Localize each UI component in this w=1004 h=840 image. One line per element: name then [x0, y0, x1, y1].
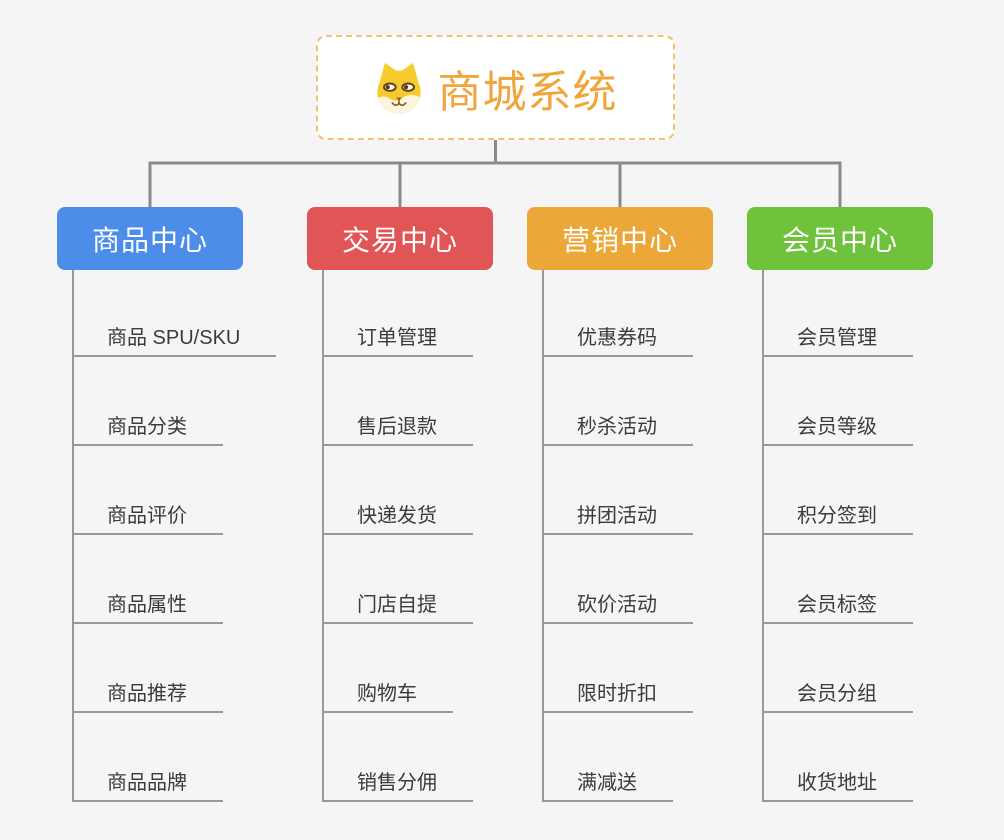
- leaf-node[interactable]: 砍价活动: [542, 593, 693, 624]
- branch-column-trade-center: 交易中心 订单管理 售后退款 快递发货 门店自提 购物车 销售分佣: [307, 207, 493, 802]
- branch-child-connector-line: [542, 270, 544, 802]
- root-node-label: 商城系统: [437, 67, 618, 117]
- leaf-node[interactable]: 会员等级: [762, 415, 913, 446]
- leaf-node[interactable]: 商品分类: [72, 415, 223, 446]
- leaf-row: 商品推荐: [72, 624, 276, 713]
- leaf-list: 商品 SPU/SKU 商品分类 商品评价 商品属性 商品推荐 商品品牌: [72, 270, 277, 802]
- root-node[interactable]: 商城系统: [316, 35, 675, 140]
- leaf-node[interactable]: 满减送: [542, 771, 673, 802]
- shiba-dog-icon: [376, 62, 421, 114]
- leaf-node[interactable]: 优惠券码: [542, 326, 693, 357]
- leaf-row: 限时折扣: [542, 624, 693, 713]
- leaf-row: 商品 SPU/SKU: [72, 270, 277, 357]
- branch-child-connector-line: [322, 270, 324, 802]
- leaf-row: 会员等级: [762, 357, 913, 446]
- leaf-row: 会员分组: [762, 624, 913, 713]
- leaf-node[interactable]: 拼团活动: [542, 504, 693, 535]
- leaf-node[interactable]: 订单管理: [322, 326, 473, 357]
- leaf-row: 会员标签: [762, 535, 913, 624]
- leaf-node[interactable]: 售后退款: [322, 415, 473, 446]
- leaf-node[interactable]: 购物车: [322, 682, 453, 713]
- leaf-node[interactable]: 收货地址: [762, 771, 913, 802]
- leaf-row: 秒杀活动: [542, 357, 693, 446]
- leaf-row: 售后退款: [322, 357, 473, 446]
- leaf-node[interactable]: 会员标签: [762, 593, 913, 624]
- leaf-row: 积分签到: [762, 446, 913, 535]
- leaf-row: 砍价活动: [542, 535, 693, 624]
- leaf-node[interactable]: 限时折扣: [542, 682, 693, 713]
- branch-node-member-center[interactable]: 会员中心: [747, 207, 933, 270]
- leaf-row: 会员管理: [762, 270, 913, 357]
- leaf-node[interactable]: 商品属性: [72, 593, 223, 624]
- leaf-row: 订单管理: [322, 270, 473, 357]
- leaf-list: 优惠券码 秒杀活动 拼团活动 砍价活动 限时折扣 满减送: [542, 270, 693, 802]
- leaf-node[interactable]: 积分签到: [762, 504, 913, 535]
- leaf-list: 订单管理 售后退款 快递发货 门店自提 购物车 销售分佣: [322, 270, 473, 802]
- leaf-row: 商品分类: [72, 357, 276, 446]
- branch-node-marketing-center[interactable]: 营销中心: [527, 207, 713, 270]
- branch-child-connector-line: [72, 270, 74, 802]
- leaf-node[interactable]: 会员管理: [762, 326, 913, 357]
- leaf-node[interactable]: 销售分佣: [322, 771, 473, 802]
- leaf-row: 拼团活动: [542, 446, 693, 535]
- leaf-row: 销售分佣: [322, 713, 473, 802]
- leaf-node[interactable]: 秒杀活动: [542, 415, 693, 446]
- leaf-row: 满减送: [542, 713, 693, 802]
- branch-node-product-center[interactable]: 商品中心: [57, 207, 243, 270]
- leaf-row: 商品品牌: [72, 713, 276, 802]
- leaf-row: 商品评价: [72, 446, 276, 535]
- leaf-row: 快递发货: [322, 446, 473, 535]
- leaf-node[interactable]: 商品品牌: [72, 771, 223, 802]
- leaf-list: 会员管理 会员等级 积分签到 会员标签 会员分组 收货地址: [762, 270, 913, 802]
- leaf-row: 购物车: [322, 624, 473, 713]
- branch-column-product-center: 商品中心 商品 SPU/SKU 商品分类 商品评价 商品属性 商品推荐 商品品牌: [57, 207, 277, 802]
- leaf-node[interactable]: 快递发货: [322, 504, 473, 535]
- branch-column-marketing-center: 营销中心 优惠券码 秒杀活动 拼团活动 砍价活动 限时折扣 满减送: [527, 207, 713, 802]
- leaf-node[interactable]: 会员分组: [762, 682, 913, 713]
- leaf-row: 商品属性: [72, 535, 276, 624]
- branch-child-connector-line: [762, 270, 764, 802]
- branch-node-trade-center[interactable]: 交易中心: [307, 207, 493, 270]
- branch-column-member-center: 会员中心 会员管理 会员等级 积分签到 会员标签 会员分组 收货地址: [747, 207, 933, 802]
- leaf-node[interactable]: 商品评价: [72, 504, 223, 535]
- leaf-row: 收货地址: [762, 713, 913, 802]
- leaf-node[interactable]: 商品 SPU/SKU: [72, 326, 277, 357]
- leaf-row: 门店自提: [322, 535, 473, 624]
- leaf-row: 优惠券码: [542, 270, 693, 357]
- leaf-node[interactable]: 商品推荐: [72, 682, 223, 713]
- leaf-node[interactable]: 门店自提: [322, 593, 473, 624]
